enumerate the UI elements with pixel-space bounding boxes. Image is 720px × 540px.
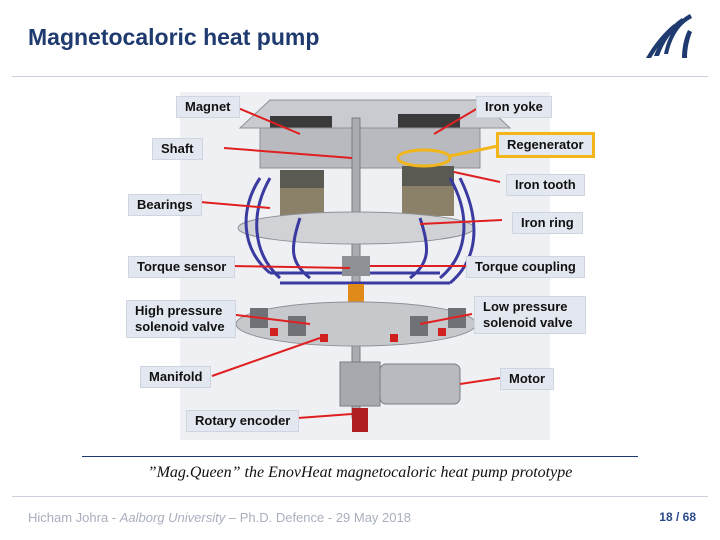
title-divider <box>12 76 708 77</box>
label-torque-sensor: Torque sensor <box>128 256 236 278</box>
label-shaft: Shaft <box>152 138 203 160</box>
manifold-plate <box>235 301 477 347</box>
label-torque-coupling: Torque coupling <box>466 256 585 278</box>
label-motor: Motor <box>500 368 555 390</box>
torque-coupling <box>342 256 370 276</box>
rotary-encoder-body <box>352 408 368 432</box>
label-regenerator: Regenerator <box>496 132 595 158</box>
label-low-pressure-solenoid-valve: Low pressure solenoid valve <box>474 296 586 334</box>
label-manifold: Manifold <box>140 366 212 388</box>
torque-sensor-body <box>348 284 364 306</box>
figure-caption: ”Mag.Queen” the EnovHeat magnetocaloric … <box>147 464 573 481</box>
label-high-pressure-line2: solenoid valve <box>135 319 225 334</box>
gearbox <box>339 361 381 407</box>
label-iron-yoke: Iron yoke <box>476 96 552 118</box>
motor-body <box>379 363 461 405</box>
footer-divider <box>12 496 708 497</box>
label-bearings: Bearings <box>128 194 202 216</box>
label-low-pressure-line2: solenoid valve <box>483 315 573 330</box>
footer-event: – Ph.D. Defence - 29 May 2018 <box>225 510 411 525</box>
iron-yoke-body <box>259 127 481 169</box>
label-high-pressure-line1: High pressure <box>135 303 223 318</box>
label-magnet: Magnet <box>176 96 240 118</box>
callout-arrows <box>199 107 503 419</box>
label-low-pressure-line1: Low pressure <box>483 299 568 314</box>
footer-text: Hicham Johra - Aalborg University – Ph.D… <box>28 510 411 525</box>
label-iron-tooth: Iron tooth <box>506 174 585 196</box>
label-iron-ring: Iron ring <box>512 212 583 234</box>
page-number: 18 / 68 <box>659 510 696 524</box>
regenerator-highlight <box>396 148 452 168</box>
heat-pump-figure: Magnet Shaft Bearings Torque sensor High… <box>120 88 600 440</box>
aalborg-university-logo-icon <box>646 14 692 58</box>
label-rotary-encoder: Rotary encoder <box>186 410 300 432</box>
slide-title: Magnetocaloric heat pump <box>28 24 320 50</box>
footer-university: Aalborg University <box>119 510 226 525</box>
caption-divider <box>82 456 638 457</box>
label-high-pressure-solenoid-valve: High pressure solenoid valve <box>126 300 236 338</box>
footer-author: Hicham Johra - <box>28 510 120 525</box>
iron-ring-plate <box>237 211 475 245</box>
